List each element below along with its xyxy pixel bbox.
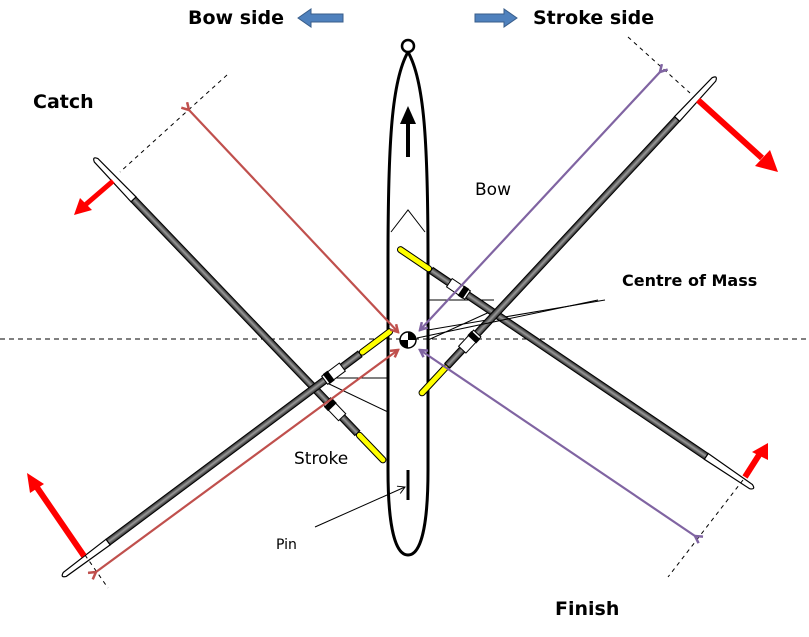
oar-blade <box>703 452 755 490</box>
stroke-seat-label: Stroke <box>294 449 349 469</box>
oar-shaft <box>105 350 363 546</box>
stroke-side-label: Stroke side <box>533 7 655 29</box>
finish-arrow-bow <box>420 72 660 330</box>
catch-label: Catch <box>33 91 94 113</box>
blade-force-arrows <box>27 97 778 558</box>
bow-ball <box>400 38 416 54</box>
oar-blade <box>673 76 717 123</box>
oar-blade <box>61 538 112 578</box>
oar-shaft <box>428 266 709 460</box>
bow-deck <box>390 209 426 233</box>
oar-catch-bow-side <box>93 157 387 464</box>
catch-arrow-stroke <box>96 350 398 572</box>
finish-arrow-stroke <box>420 350 695 536</box>
direction-arrow-icon <box>400 106 416 157</box>
stroke-side-arrow-icon <box>474 8 518 28</box>
pin-label: Pin <box>276 537 297 553</box>
oar-collar <box>467 330 481 344</box>
catch-distance-arrows <box>96 110 398 572</box>
force-arrow-catch-bow <box>74 179 115 215</box>
finish-distance-arrows <box>420 72 695 536</box>
oar-handle <box>355 431 387 464</box>
oar-finish-stroke-side <box>418 76 717 397</box>
centre-of-mass-label: Centre of Mass <box>622 271 758 290</box>
force-arrow-catch-stroke <box>27 473 87 558</box>
bow-side-arrow-icon <box>297 8 344 28</box>
force-arrow-finish-bow <box>695 97 778 172</box>
boat-hull <box>386 38 430 557</box>
bow-seat-label: Bow <box>475 180 511 200</box>
pin-leader-line <box>314 485 406 528</box>
finish-label: Finish <box>555 598 620 620</box>
oar-shaft <box>443 115 681 369</box>
force-arrow-finish-stroke <box>742 443 768 479</box>
oar-handle <box>418 364 449 397</box>
com-leader-line <box>416 299 599 339</box>
catch-arrow-bow <box>189 110 398 332</box>
oar-blade <box>93 157 137 203</box>
bow-side-label: Bow side <box>188 7 285 29</box>
centre-of-mass-icon <box>399 331 417 349</box>
oar-shaft <box>130 196 361 437</box>
